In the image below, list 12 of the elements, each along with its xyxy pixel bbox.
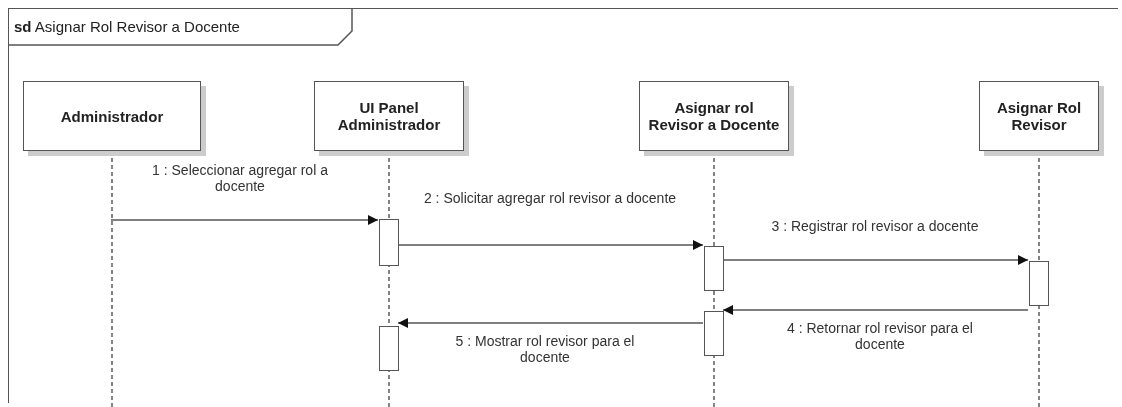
frame-title: sd Asignar Rol Revisor a Docente <box>14 18 240 35</box>
message-arrow <box>722 255 1029 265</box>
activation-bar <box>704 246 724 291</box>
edge-label: 1 : Seleccionar agregar rol a docente <box>150 162 330 194</box>
message-arrow <box>722 305 1029 315</box>
message-arrow <box>397 318 704 328</box>
message-arrow <box>397 240 704 250</box>
activation-bar <box>379 326 399 371</box>
activation-bar <box>704 311 724 356</box>
activation-bar <box>379 219 399 266</box>
message-arrow <box>110 215 379 225</box>
activation-bar <box>1029 261 1049 306</box>
